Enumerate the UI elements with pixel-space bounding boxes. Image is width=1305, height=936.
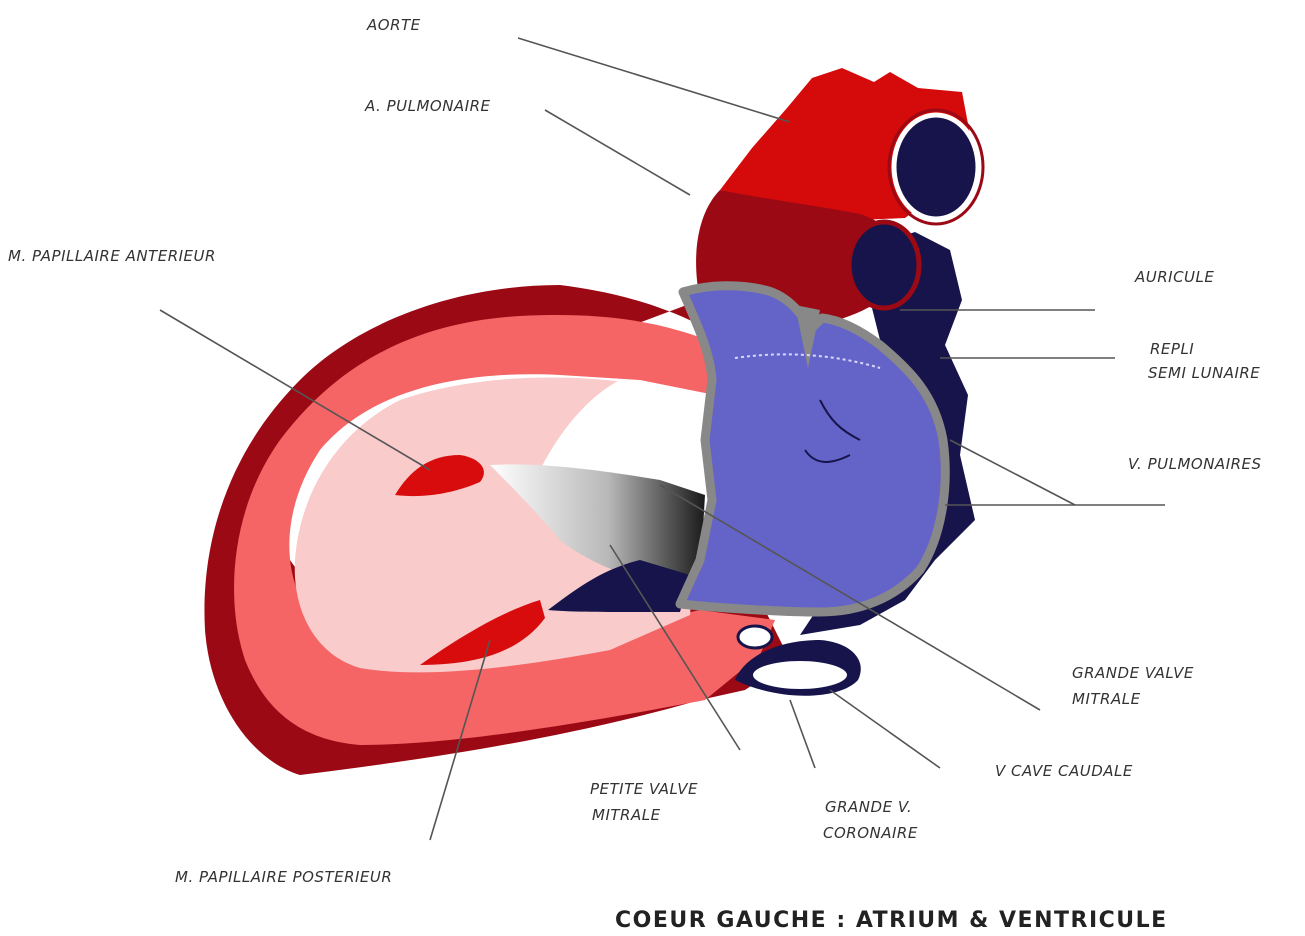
- leader-aorte: [518, 38, 790, 122]
- label-repli-line2: SEMI LUNAIRE: [1148, 362, 1260, 384]
- label-grande-valve-line2: MITRALE: [1072, 688, 1141, 710]
- label-m-papillaire-posterieur: M. PAPILLAIRE POSTERIEUR: [175, 866, 392, 888]
- caudal-vena-cava-lumen: [752, 660, 848, 690]
- leader-a-pulmonaire: [545, 110, 690, 195]
- label-v-pulmonaires: V. PULMONAIRES: [1128, 453, 1262, 475]
- label-petite-valve-line1: PETITE VALVE: [590, 778, 698, 800]
- label-v-cave-caudale: V CAVE CAUDALE: [995, 760, 1133, 782]
- label-aorte: AORTE: [367, 14, 421, 36]
- great-coronary-vein: [738, 626, 772, 648]
- label-grande-v-line1: GRANDE V.: [825, 796, 912, 818]
- diagram-caption: COEUR GAUCHE : ATRIUM & VENTRICULE: [615, 908, 1168, 933]
- label-repli-line1: REPLI: [1150, 338, 1194, 360]
- label-m-papillaire-anterieur: M. PAPILLAIRE ANTERIEUR: [8, 245, 216, 267]
- label-grande-v-line2: CORONAIRE: [823, 822, 918, 844]
- label-auricule: AURICULE: [1135, 266, 1214, 288]
- label-grande-valve-line1: GRANDE VALVE: [1072, 662, 1194, 684]
- label-petite-valve-line2: MITRALE: [592, 804, 661, 826]
- pulmonary-artery-opening: [849, 222, 919, 308]
- label-a-pulmonaire: A. PULMONAIRE: [365, 95, 491, 117]
- leader-grande-v-coronaire: [790, 700, 815, 768]
- aorta-opening: [894, 115, 978, 219]
- leader-v-cave-caudale: [830, 690, 940, 768]
